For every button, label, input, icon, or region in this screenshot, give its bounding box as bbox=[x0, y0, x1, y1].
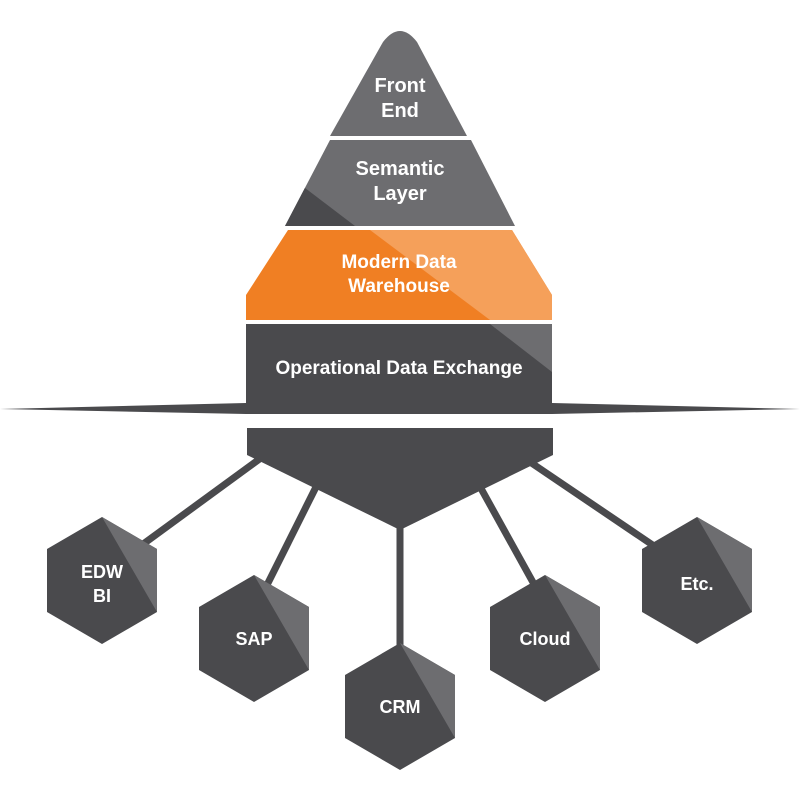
source-sap: SAP bbox=[199, 575, 309, 702]
layer-exchange: Operational Data Exchange bbox=[246, 324, 552, 410]
front-end-label-1: Front bbox=[374, 75, 425, 97]
connector-etc bbox=[528, 459, 662, 553]
exchange-label: Operational Data Exchange bbox=[275, 358, 522, 379]
source-crm: CRM bbox=[345, 643, 455, 770]
exchange-shade bbox=[490, 324, 552, 372]
source-label: Cloud bbox=[520, 629, 571, 649]
layer-warehouse: Modern Data Warehouse bbox=[246, 230, 552, 320]
warehouse-highlight bbox=[370, 230, 552, 320]
front-end-label-2: End bbox=[381, 100, 419, 122]
semantic-label-2: Layer bbox=[373, 183, 427, 205]
source-label-1: EDW bbox=[81, 562, 123, 582]
source-edw-bi: EDW BI bbox=[47, 517, 157, 644]
hexagon-shade bbox=[102, 517, 157, 612]
connector-cloud bbox=[474, 481, 544, 597]
exchange-shape bbox=[246, 324, 552, 410]
hexagon-shade bbox=[545, 575, 600, 670]
hexagon-shade bbox=[400, 643, 455, 738]
front-end-shape bbox=[330, 31, 467, 136]
source-label: SAP bbox=[235, 629, 272, 649]
source-funnel bbox=[247, 428, 553, 530]
connector-edw bbox=[132, 452, 268, 553]
source-cloud: Cloud bbox=[490, 575, 600, 702]
warehouse-label-1: Modern Data bbox=[341, 252, 457, 273]
hexagon-shade bbox=[254, 575, 309, 670]
semantic-label-1: Semantic bbox=[356, 158, 445, 180]
semantic-shade bbox=[285, 150, 355, 226]
warehouse-label-2: Warehouse bbox=[348, 276, 450, 297]
semantic-shape bbox=[285, 140, 515, 226]
layer-front-end: Front End bbox=[330, 31, 467, 136]
connector-sap bbox=[258, 481, 322, 597]
layer-semantic: Semantic Layer bbox=[285, 140, 515, 226]
source-label: Etc. bbox=[680, 574, 713, 594]
source-label-2: BI bbox=[93, 586, 111, 606]
source-label: CRM bbox=[380, 697, 421, 717]
source-etc: Etc. bbox=[642, 517, 752, 644]
hexagon-shade bbox=[697, 517, 752, 612]
connector-lines bbox=[132, 452, 662, 660]
